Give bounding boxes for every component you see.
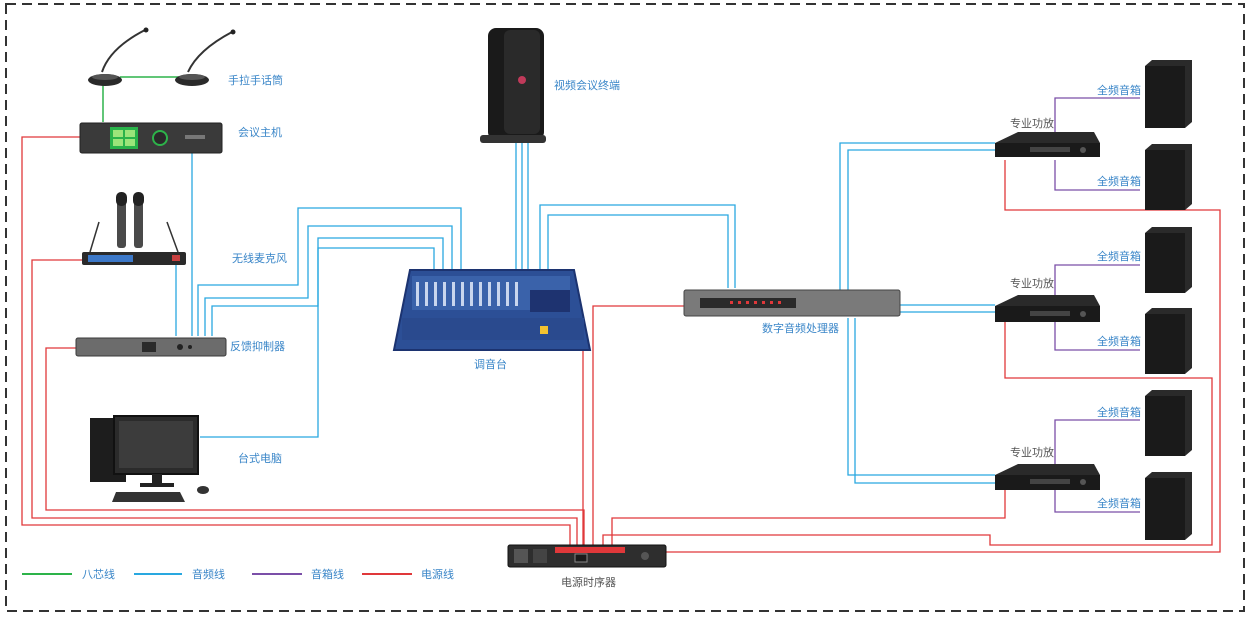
speaker-icon xyxy=(1145,144,1192,210)
amplifier-icon xyxy=(995,464,1100,490)
legend-label: 音箱线 xyxy=(311,567,344,581)
dsp-label: 数字音频处理器 xyxy=(762,321,839,335)
video-terminal-icon xyxy=(480,28,546,143)
legend-item: 音箱线 xyxy=(252,567,344,581)
speaker-6-label: 全频音箱 xyxy=(1097,496,1141,510)
power-sequencer-label: 电源时序器 xyxy=(561,575,616,589)
amplifier-icon xyxy=(995,132,1100,157)
speaker-icon xyxy=(1145,60,1192,128)
wireless-mic-label: 无线麦克风 xyxy=(232,251,287,265)
speaker-1-label: 全频音箱 xyxy=(1097,83,1141,97)
audio-wires xyxy=(175,140,995,484)
power-sequencer-icon xyxy=(507,544,667,568)
speaker-icon xyxy=(1145,227,1192,293)
speaker-wires xyxy=(1054,97,1140,513)
amp-1-label: 专业功放 xyxy=(1010,116,1054,130)
conference-host-icon xyxy=(79,122,223,154)
dsp-icon xyxy=(683,289,901,317)
amplifier-icon xyxy=(995,295,1100,322)
eight-core-wires xyxy=(102,76,188,122)
mixer-icon xyxy=(392,269,592,351)
handheld-mic-label: 手拉手话筒 xyxy=(228,73,283,87)
legend-label: 八芯线 xyxy=(82,567,115,581)
speaker-icon xyxy=(1145,308,1192,374)
desktop-pc-label: 台式电脑 xyxy=(238,451,282,465)
speaker-3-label: 全频音箱 xyxy=(1097,249,1141,263)
amp-3-label: 专业功放 xyxy=(1010,445,1054,459)
legend-label: 电源线 xyxy=(421,567,454,581)
legend-item: 电源线 xyxy=(362,567,454,581)
legend: 八芯线 音频线 音箱线 电源线 xyxy=(22,567,454,581)
speaker-icon xyxy=(1145,472,1192,540)
speaker-4-label: 全频音箱 xyxy=(1097,334,1141,348)
speaker-2-label: 全频音箱 xyxy=(1097,174,1141,188)
video-terminal-label: 视频会议终端 xyxy=(554,78,620,92)
dashed-border xyxy=(5,3,1245,612)
desktop-pc-icon xyxy=(90,415,209,502)
speaker-5-label: 全频音箱 xyxy=(1097,405,1141,419)
legend-item: 八芯线 xyxy=(22,567,115,581)
legend-label: 音频线 xyxy=(192,567,225,581)
feedback-suppressor-icon xyxy=(75,337,227,357)
legend-item: 音频线 xyxy=(134,567,225,581)
speaker-icon xyxy=(1145,390,1192,456)
power-wires xyxy=(21,136,1221,560)
mixer-label: 调音台 xyxy=(474,357,507,371)
conference-host-label: 会议主机 xyxy=(238,125,282,139)
handheld-mic-icon xyxy=(88,27,236,86)
feedback-suppressor-label: 反馈抑制器 xyxy=(230,339,285,353)
wireless-mic-icon xyxy=(82,192,186,265)
amp-2-label: 专业功放 xyxy=(1010,276,1054,290)
